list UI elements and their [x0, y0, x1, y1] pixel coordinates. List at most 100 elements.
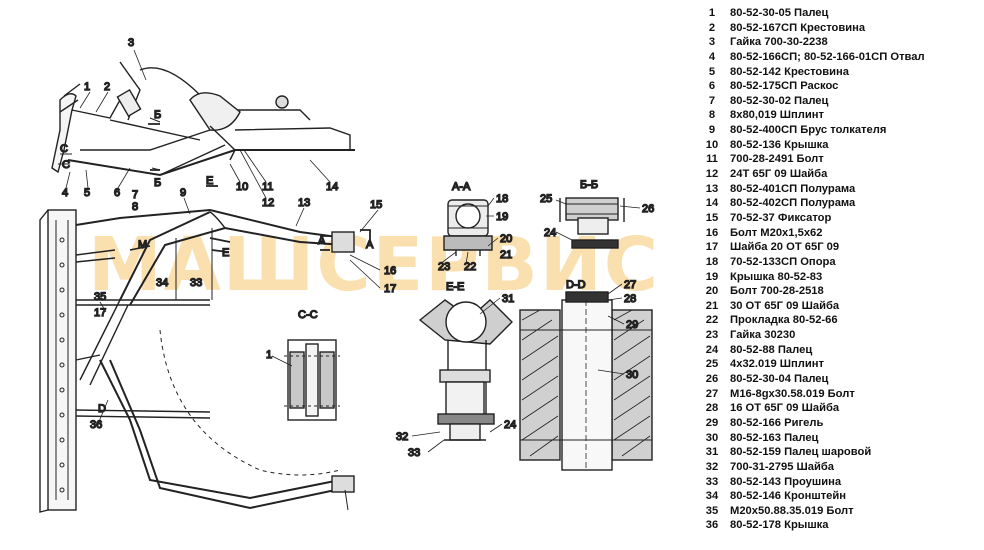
part-description: 80-52-178 Крышка — [730, 519, 829, 532]
callout-14: 14 — [326, 181, 338, 193]
part-description: 8х80,019 Шплинт — [730, 109, 824, 122]
part-description: 80-52-167СП Крестовина — [730, 21, 866, 34]
callout-1: 1 — [84, 81, 90, 93]
part-description: 4х32.019 Шплинт — [730, 358, 824, 371]
part-description: Болт М20х1,5х62 — [730, 226, 823, 239]
cut-mark-e-bottom: Е — [222, 247, 229, 259]
part-number: 36 — [705, 519, 719, 532]
parts-row: 10 80-52-136 Крышка — [694, 138, 982, 153]
part-description: Гайка 700-30-2238 — [730, 36, 828, 49]
parts-row: 21 30 ОТ 65Г 09 Шайба — [694, 299, 982, 314]
part-description: М16-8gх30.58.019 Болт — [730, 387, 855, 400]
part-description: 80-52-136 Крышка — [730, 138, 829, 151]
callout-18: 18 — [496, 193, 508, 205]
parts-row: 36 80-52-178 Крышка — [694, 518, 982, 533]
part-number: 19 — [705, 270, 719, 283]
leader-lines — [65, 49, 641, 453]
part-number: 4 — [708, 50, 716, 63]
part-description: 700-31-2795 Шайба — [730, 460, 835, 473]
part-number: 10 — [705, 138, 719, 151]
part-number: 6 — [708, 80, 716, 93]
part-number: 14 — [705, 197, 719, 210]
part-description: 80-52-143 Проушина — [730, 475, 842, 488]
callout-6: 6 — [114, 187, 120, 199]
part-number: 28 — [705, 402, 719, 415]
callout-32: 32 — [396, 431, 408, 443]
part-number: 32 — [705, 460, 719, 473]
part-number: 22 — [705, 314, 719, 327]
part-number: 18 — [705, 255, 719, 268]
part-description: 80-52-400СП Брус толкателя — [730, 124, 887, 137]
part-number: 2 — [708, 21, 716, 34]
part-number: 35 — [705, 504, 719, 517]
parts-row: 27 М16-8gх30.58.019 Болт — [694, 387, 982, 402]
parts-row: 28 16 ОТ 65Г 09 Шайба — [694, 401, 982, 416]
callout-13: 13 — [298, 197, 310, 209]
callout-31: 31 — [502, 293, 514, 305]
part-number: 9 — [708, 124, 716, 137]
part-number: 12 — [705, 168, 719, 181]
parts-row: 23 Гайка 30230 — [694, 328, 982, 343]
section-label-e-e: Е-Е — [446, 281, 464, 293]
cut-mark-d: D — [98, 403, 106, 415]
callout-17: 17 — [384, 283, 396, 295]
part-number: 34 — [705, 490, 719, 503]
part-number: 33 — [705, 475, 719, 488]
parts-row: 19 Крышка 80-52-83 — [694, 270, 982, 285]
part-number: 21 — [705, 299, 719, 312]
part-number: 29 — [705, 416, 719, 429]
part-description: 70-52-37 Фиксатор — [730, 211, 832, 224]
part-description: Крышка 80-52-83 — [730, 270, 823, 283]
callout-5: 5 — [84, 187, 90, 199]
callout-23: 23 — [438, 261, 450, 273]
parts-row: 22 Прокладка 80-52-66 — [694, 313, 982, 328]
part-number: 1 — [708, 7, 716, 19]
callout-17b: 17 — [94, 307, 106, 319]
part-description: 24Т 65Г 09 Шайба — [730, 168, 828, 181]
part-description: 80-52-175СП Раскос — [730, 80, 839, 93]
callout-8: 8 — [132, 201, 138, 213]
part-description: Прокладка 80-52-66 — [730, 314, 838, 327]
part-number: 30 — [705, 431, 719, 444]
callout-30: 30 — [626, 369, 638, 381]
part-number: 15 — [705, 211, 719, 224]
part-description: Гайка 30230 — [730, 329, 796, 342]
callout-3: 3 — [128, 37, 134, 49]
callout-15: 15 — [370, 199, 382, 211]
callout-33: 33 — [408, 447, 420, 459]
parts-row: 2 80-52-167СП Крестовина — [694, 21, 982, 36]
part-description: 80-52-166СП; 80-52-166-01СП Отвал — [730, 50, 925, 63]
part-description: 30 ОТ 65Г 09 Шайба — [730, 299, 840, 312]
part-description: 80-52-30-02 Палец — [730, 94, 829, 107]
callout-21: 21 — [500, 249, 512, 261]
part-number: 23 — [705, 329, 719, 342]
cut-mark-c-left: С — [60, 143, 68, 155]
callouts: 1 2 3 4 5 6 7 8 9 10 11 12 13 14 15 16 1… — [61, 36, 655, 459]
part-number: 27 — [705, 387, 719, 400]
part-description: 80-52-146 Кронштейн — [730, 490, 847, 503]
cut-mark-a-right: А — [366, 239, 374, 251]
part-number: 5 — [708, 65, 716, 78]
callout-24: 24 — [544, 227, 556, 239]
callout-36: 36 — [90, 419, 102, 431]
cut-mark-m: М — [138, 239, 147, 251]
part-description: 16 ОТ 65Г 09 Шайба — [730, 402, 840, 415]
callout-33-frame: 33 — [190, 277, 202, 289]
callout-20: 20 — [500, 233, 512, 245]
callout-27: 27 — [624, 279, 636, 291]
part-number: 24 — [705, 343, 719, 356]
